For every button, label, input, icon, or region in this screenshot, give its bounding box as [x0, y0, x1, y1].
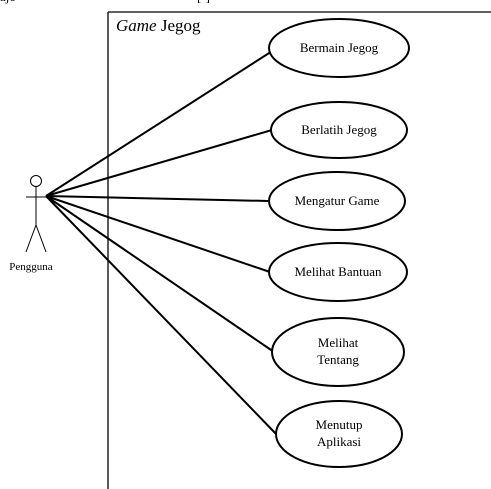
cropped-caption: ajo [-]: [0, 0, 491, 12]
association-mengatur-game: [45, 195, 269, 202]
use-case-label-line-1: Melihat: [318, 335, 359, 350]
association-berlatih-jegog: [45, 129, 273, 197]
association-menutup-aplikasi: [45, 195, 279, 437]
association-bermain-jegog: [45, 47, 278, 197]
cropped-caption-right: [-]: [197, 0, 210, 5]
use-case-ellipse: [270, 101, 408, 159]
use-case-label-line-1: Menutup: [316, 417, 363, 432]
use-case-label-line-2: Aplikasi: [317, 434, 361, 449]
association-melihat-tentang: [45, 195, 275, 353]
use-case-ellipse: [268, 18, 410, 78]
use-case-melihat-bantuan: Melihat Bantuan: [268, 242, 408, 302]
use-case-label: Bermain Jegog: [300, 40, 379, 55]
actor-left-leg: [25, 224, 37, 253]
cropped-caption-left: ajo: [0, 0, 16, 5]
system-title-italic: Game: [116, 16, 157, 35]
use-case-label: Mengatur Game: [295, 193, 380, 208]
use-case-ellipse: [271, 317, 405, 387]
use-case-mengatur-game: Mengatur Game: [268, 171, 406, 231]
system-title-rest: Jegog: [161, 16, 201, 35]
use-case-label: Melihat Bantuan: [294, 264, 382, 279]
use-case-label: Berlatih Jegog: [301, 122, 377, 137]
actor: Pengguna: [9, 175, 53, 273]
use-case-berlatih-jegog: Berlatih Jegog: [270, 101, 408, 159]
association-melihat-bantuan: [45, 195, 271, 273]
system-title: Game Jegog: [116, 16, 201, 35]
use-case-menutup-aplikasi: Menutup Aplikasi: [275, 400, 403, 468]
actor-label: Pengguna: [9, 261, 53, 273]
associations: [45, 47, 279, 437]
use-case-ellipse: [268, 242, 408, 302]
use-case-bermain-jegog: Bermain Jegog: [268, 18, 410, 78]
actor-right-leg: [35, 224, 47, 253]
use-case-ellipse: [275, 400, 403, 468]
use-case-ellipse: [268, 171, 406, 231]
system-boundary: Game Jegog: [107, 11, 491, 489]
use-case-label-line-2: Tentang: [317, 352, 359, 367]
actor-head: [30, 175, 42, 187]
use-case-melihat-tentang: Melihat Tentang: [271, 317, 405, 387]
